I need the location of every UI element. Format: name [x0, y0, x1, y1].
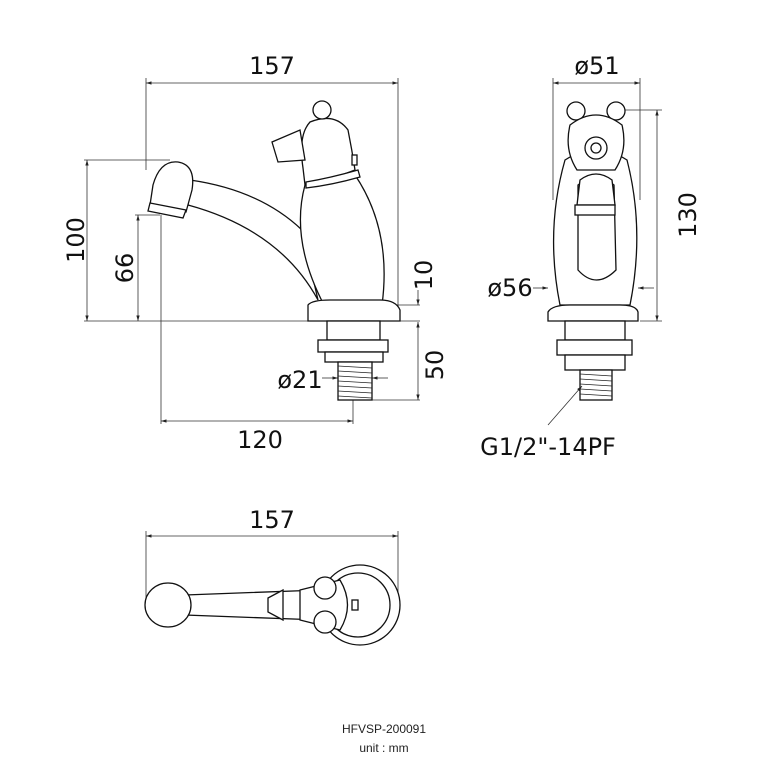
model-number: HFVSP-200091 [342, 722, 426, 736]
front-width-label: ø51 [574, 52, 619, 80]
faucet-top [144, 564, 401, 646]
faucet-front [547, 101, 639, 401]
shank-length-label: 50 [421, 350, 449, 381]
reach-label: 120 [237, 426, 283, 454]
height-label: 100 [62, 217, 90, 263]
shank-diameter-label: ø21 [277, 366, 322, 394]
side-view: 157 100 66 10 50 ø21 120 [62, 52, 449, 454]
unit-note: unit : mm [359, 741, 408, 755]
thread-label: G1/2"-14PF [480, 433, 616, 461]
top-width-label: 157 [249, 506, 295, 534]
front-height-label: 130 [674, 192, 702, 238]
faucet-side [147, 100, 401, 401]
base-thickness-label: 10 [410, 260, 438, 291]
top-view: 157 [144, 506, 401, 646]
front-view: ø51 130 ø56 [480, 52, 702, 461]
base-diameter-label: ø56 [487, 274, 532, 302]
width-label: 157 [249, 52, 295, 80]
spout-height-label: 66 [111, 253, 139, 284]
